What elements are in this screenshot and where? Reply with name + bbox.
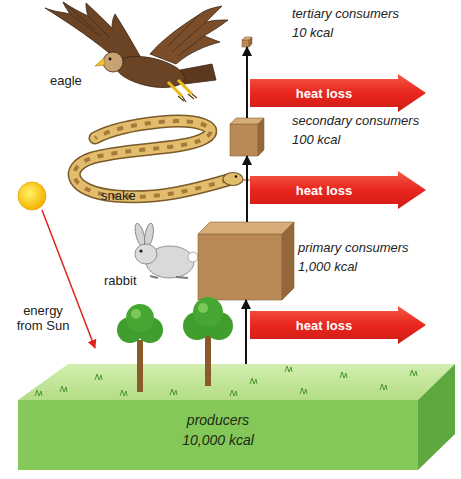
cube-shape-part	[282, 222, 294, 300]
cube-shape-part	[242, 40, 249, 47]
cube-shape-part	[198, 222, 294, 234]
producer-slab: producers10,000 kcal	[18, 364, 458, 470]
snake-illustration-part	[235, 175, 238, 178]
cube-shape	[230, 118, 264, 156]
cube-shape-part	[258, 118, 264, 156]
slab-shape-part	[18, 364, 455, 400]
heat-loss-arrow: heat loss	[250, 306, 426, 344]
cube-shape	[242, 37, 252, 47]
animal-label: rabbit	[104, 273, 137, 288]
eagle-illustration-part	[113, 51, 187, 93]
heat-shape-part	[250, 306, 426, 344]
eagle-illustration-part	[109, 58, 112, 61]
heat-shape-part	[250, 171, 426, 209]
eagle-illustration-part	[178, 94, 197, 102]
energy-cube: secondary consumers100 kcal	[230, 118, 264, 156]
energy-value: 100 kcal	[292, 130, 419, 149]
eagle-illustration	[45, 2, 228, 102]
animal-label: eagle	[50, 73, 82, 88]
sun-symbol-part	[18, 182, 46, 210]
energy-value: 10 kcal	[292, 23, 399, 42]
rabbit-illustration	[133, 222, 198, 278]
cube-shape-part	[198, 234, 282, 300]
eagle-illustration-part	[168, 14, 206, 56]
level-label: secondary consumers100 kcal	[292, 111, 419, 149]
grass-tufts	[35, 366, 417, 396]
energy-flow-arrow	[246, 156, 248, 222]
grass-tufts-part	[35, 366, 417, 396]
tree-illustration-part	[131, 309, 141, 319]
level-name: producers	[18, 410, 418, 430]
tree-illustration-part	[198, 303, 208, 313]
level-name: tertiary consumers	[292, 4, 399, 23]
rabbit-illustration-part	[139, 249, 142, 252]
energy-cube: primary consumers1,000 kcal	[198, 222, 294, 300]
arrow-text-box: heat loss	[250, 74, 398, 112]
energy-flow-arrow	[246, 47, 248, 118]
snake-illustration-part	[74, 121, 228, 197]
level-name: primary consumers	[298, 238, 409, 257]
tree-illustration-part	[205, 334, 211, 386]
eagle-illustration-part	[103, 52, 123, 72]
slab-shape-part	[18, 400, 418, 470]
heat-shape-part	[250, 74, 426, 112]
energy-flow-arrow	[245, 300, 247, 364]
arrow-text-box: heat loss	[250, 306, 398, 344]
cube-shape-part	[230, 124, 258, 156]
arrow-label: heat loss	[296, 318, 352, 333]
cube-shape	[198, 222, 294, 300]
rabbit-illustration-part	[150, 276, 188, 278]
energy-value: 10,000 kcal	[18, 430, 418, 450]
slab-shape-part	[418, 364, 455, 470]
level-label: tertiary consumers10 kcal	[292, 4, 399, 42]
energy-label: energy from Sun	[12, 303, 74, 333]
snake-illustration-part	[74, 121, 228, 197]
heat-loss-arrow: heat loss	[250, 74, 426, 112]
eagle-illustration-part	[150, 6, 228, 64]
snake-illustration	[74, 121, 255, 197]
eagle-illustration-part	[45, 2, 140, 62]
heat-loss-arrow: heat loss	[250, 171, 426, 209]
snake-illustration-part	[74, 121, 228, 197]
arrow-label: heat loss	[296, 183, 352, 198]
tree-illustration-part	[193, 297, 223, 327]
eagle-illustration-part	[95, 58, 105, 66]
arrow-text-box: heat loss	[250, 171, 398, 209]
level-name: secondary consumers	[292, 111, 419, 130]
level-label: primary consumers1,000 kcal	[298, 238, 409, 276]
sun-symbol	[18, 182, 46, 210]
tree-illustration-part	[137, 340, 143, 392]
level-label: producers10,000 kcal	[18, 410, 418, 450]
snake-illustration-part	[223, 173, 243, 186]
cube-shape-part	[249, 37, 252, 47]
tree-illustration	[117, 297, 233, 392]
energy-value: 1,000 kcal	[298, 257, 409, 276]
tree-illustration-part	[126, 304, 154, 332]
rabbit-illustration-part	[188, 252, 198, 262]
arrow-label: heat loss	[296, 86, 352, 101]
energy-cube: tertiary consumers10 kcal	[242, 37, 252, 47]
eagle-illustration-part	[63, 2, 110, 38]
eagle-illustration-part	[180, 64, 216, 84]
animal-label: snake	[101, 188, 136, 203]
rabbit-illustration-part	[135, 244, 157, 264]
